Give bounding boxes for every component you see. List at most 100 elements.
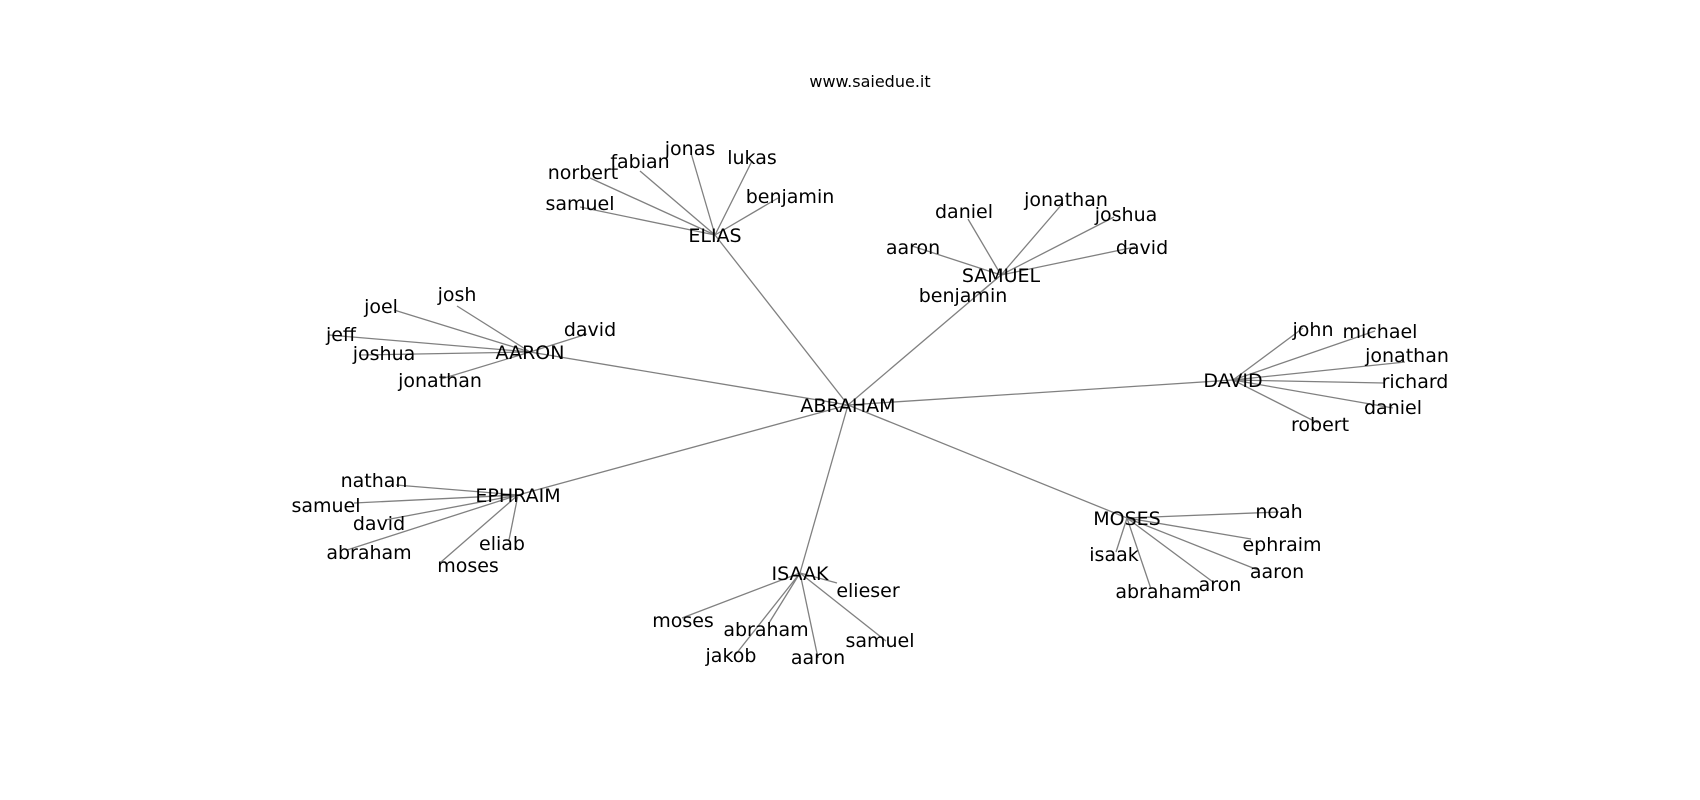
edge-isaak-moses [681,572,801,619]
group-node-label: ISAAK [772,563,830,585]
child-node-label: benjamin [919,285,1008,307]
child-node-label: joshua [352,343,416,365]
edge-ephraim-samuel [353,494,519,504]
child-node-label: abraham [723,619,808,641]
child-node-label: david [564,319,616,341]
child-node-label: aron [1199,574,1242,596]
edge-david-john [1232,327,1304,381]
child-node-label: samuel [291,495,360,517]
child-node-label: david [1116,237,1168,259]
edge-samuel-jonathan [1000,202,1064,276]
edge-ephraim-abraham [346,494,519,551]
edge-ephraim-moses [440,494,519,563]
child-node-label: robert [1291,414,1349,436]
edge-elias-norbert [589,177,716,236]
edge-moses-aaron [1126,517,1259,571]
child-node-label: isaak [1089,544,1138,566]
edge-david-jonathan [1232,361,1406,381]
child-node-label: david [353,513,405,535]
edge-david-robert [1232,379,1319,424]
group-node-label: AARON [496,342,565,364]
edge-elias-benjamin [714,197,779,236]
child-node-label: aaron [886,237,940,259]
group-node-label: EPHRAIM [475,485,560,507]
child-node-label: eliab [479,533,525,555]
edge-david-michael [1232,330,1376,381]
root-node-label: ABRAHAM [800,395,895,417]
group-node-label: MOSES [1093,508,1160,530]
child-node-label: nathan [341,470,408,492]
edge-isaak-abraham [768,572,801,624]
child-node-label: richard [1382,371,1449,393]
edge-moses-noah [1126,511,1280,519]
child-node-label: joel [363,296,398,318]
child-node-label: abraham [1115,581,1200,603]
child-node-label: norbert [548,162,619,184]
diagram-title: www.saiedue.it [809,72,930,91]
edge-root-elias [714,234,849,406]
child-node-label: benjamin [746,186,835,208]
edge-moses-ephraim [1126,517,1252,540]
edge-samuel-benjamin [974,274,1002,298]
child-node-label: josh [437,284,477,306]
child-node-label: moses [437,555,499,577]
edge-aaron-jonathan [440,351,531,380]
child-node-label: jonathan [1364,345,1449,367]
edge-elias-lukas [714,160,753,236]
edge-isaak-aaron [799,572,819,659]
child-node-label: aaron [1250,561,1304,583]
edge-root-moses [847,404,1128,519]
edge-aaron-josh [456,305,531,353]
edge-david-richard [1232,379,1385,384]
child-node-label: samuel [545,193,614,215]
child-node-label: aaron [791,647,845,669]
child-node-label: ephraim [1242,534,1321,556]
group-node-label: DAVID [1203,370,1262,392]
child-node-label: jonas [664,138,716,160]
edges [328,152,1406,659]
child-node-label: noah [1255,501,1302,523]
edge-aaron-david [529,333,588,353]
group-node-label: ELIAS [688,225,741,247]
child-node-label: moses [652,610,714,632]
edge-samuel-daniel [967,218,1002,276]
edge-aaron-joel [393,309,531,353]
edge-moses-aron [1126,517,1214,583]
edge-ephraim-eliab [508,494,519,541]
child-node-label: jonathan [397,370,482,392]
node-labels: ABRAHAMELIASlukasjonasfabiannorbertsamue… [291,138,1448,669]
edge-moses-abraham [1126,517,1152,590]
child-node-label: jakob [705,645,757,667]
child-node-label: jeff [325,324,357,346]
edge-elias-fabian [639,170,716,236]
child-node-label: daniel [1364,397,1422,419]
edge-ephraim-nathan [395,484,519,496]
edge-aaron-joshua [359,351,531,356]
edge-isaak-elieser [799,572,838,584]
edge-david-daniel [1232,379,1394,409]
child-node-label: michael [1343,321,1418,343]
child-node-label: abraham [326,542,411,564]
edge-moses-isaak [1115,517,1128,553]
edge-samuel-david [1000,246,1136,276]
group-node-label: SAMUEL [962,265,1041,287]
child-node-label: daniel [935,201,993,223]
edge-ephraim-david [384,494,519,521]
edge-elias-samuel [579,206,716,236]
child-node-label: john [1292,319,1334,341]
child-node-label: elieser [836,580,900,602]
child-node-label: joshua [1094,204,1158,226]
child-node-label: samuel [845,630,914,652]
edge-root-ephraim [517,404,849,496]
edge-isaak-jakob [735,572,801,655]
child-node-label: fabian [610,151,669,173]
edge-root-isaak [799,404,849,574]
edge-elias-jonas [690,152,716,236]
edge-samuel-aaron [911,245,1002,276]
child-node-label: jonathan [1023,189,1108,211]
edge-root-aaron [529,351,849,406]
edge-aaron-jeff [328,334,531,353]
edge-isaak-samuel [799,572,887,642]
edge-root-david [847,379,1234,406]
